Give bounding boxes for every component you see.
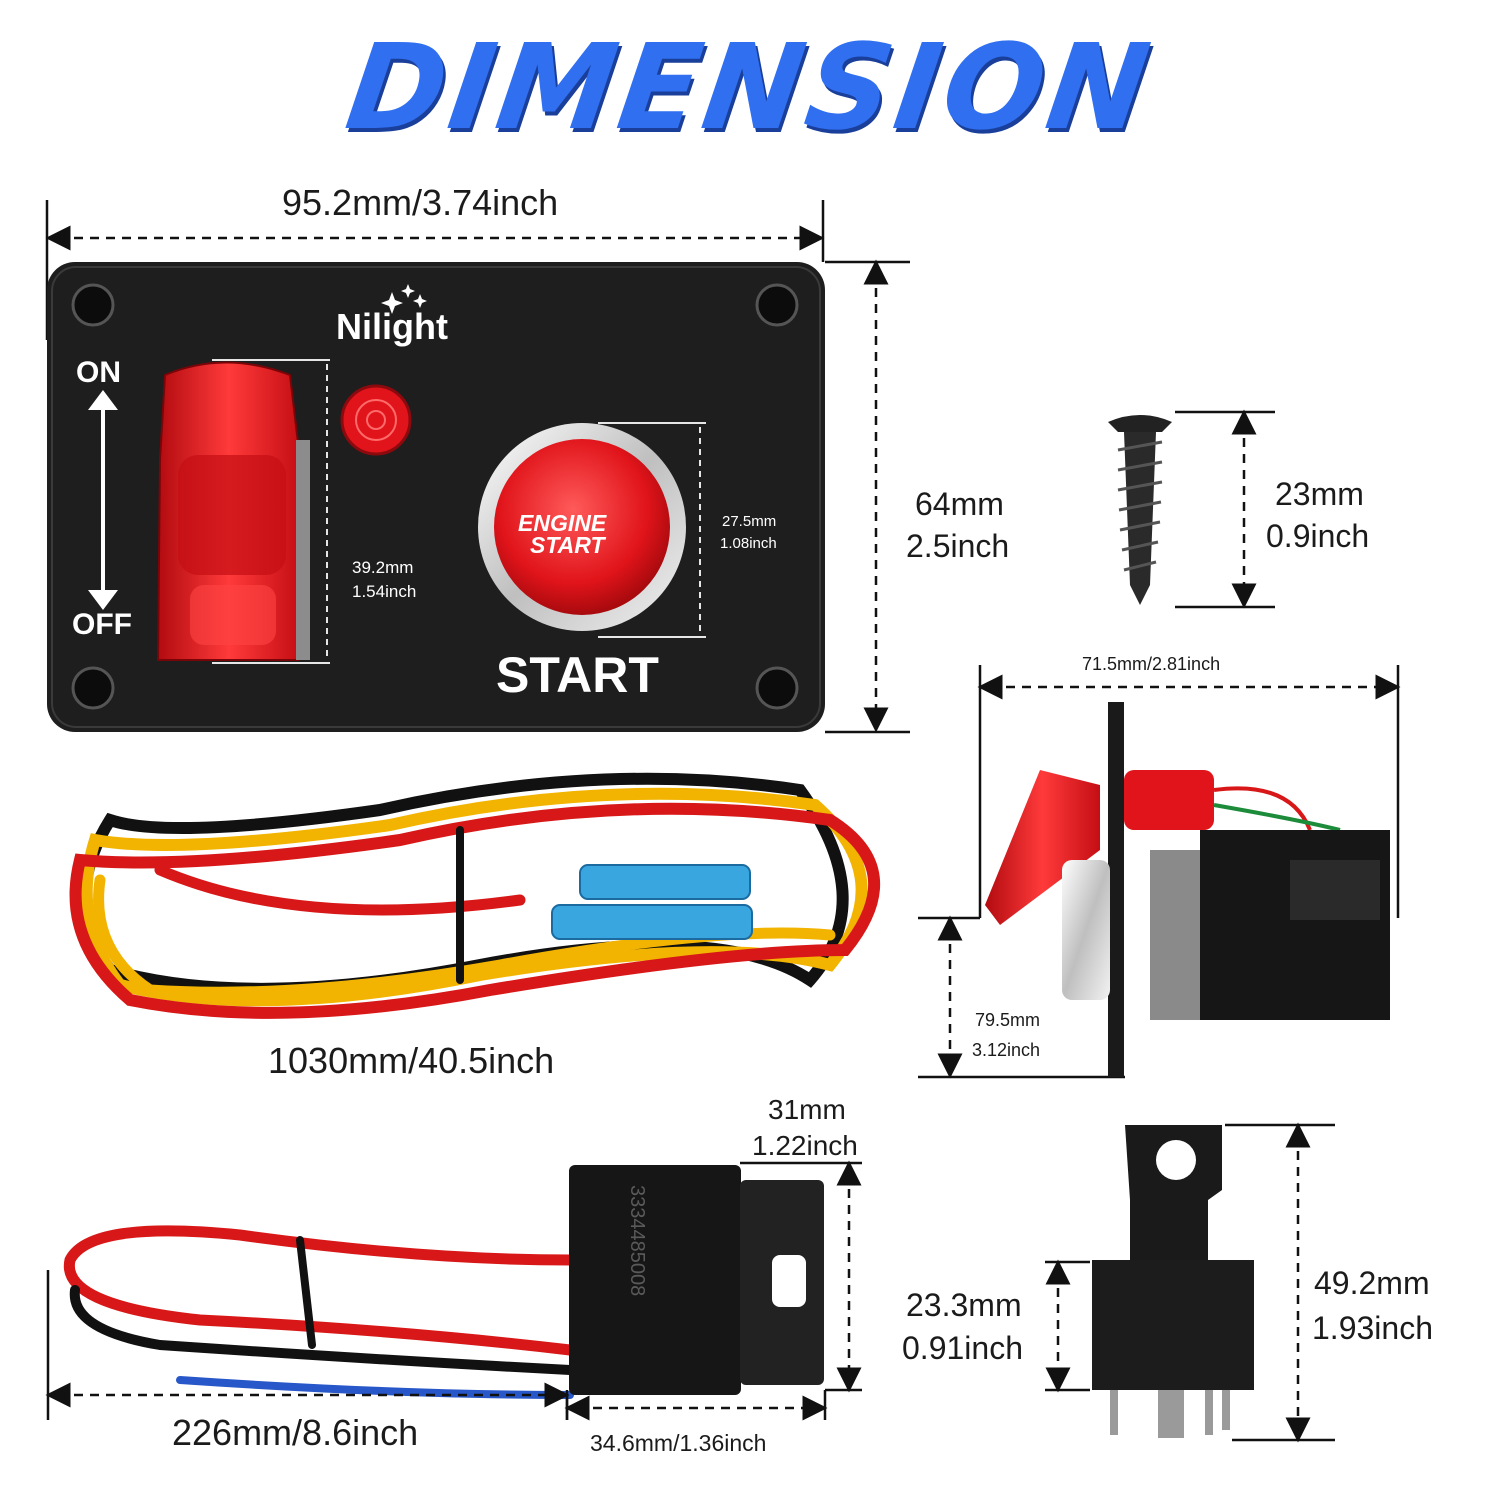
toggle-dim-in: 1.54inch xyxy=(352,582,417,601)
switch-panel xyxy=(47,262,825,732)
on-off-arrow-icon xyxy=(88,390,118,610)
socket-height-mm: 31mm xyxy=(768,1094,846,1125)
relay xyxy=(1092,1125,1254,1438)
screw-dimension xyxy=(1175,409,1275,609)
panel-height-dimension xyxy=(825,259,910,734)
relay-body-in: 0.91inch xyxy=(902,1330,1023,1366)
button-dim-mm: 27.5mm xyxy=(722,513,777,530)
side-view-dimension xyxy=(918,665,1401,1079)
socket-wire-length: 226mm/8.6inch xyxy=(172,1412,419,1453)
socket-height-in: 1.22inch xyxy=(752,1130,858,1161)
relay-total-mm: 49.2mm xyxy=(1314,1265,1430,1301)
side-depth-in: 3.12inch xyxy=(972,1040,1041,1060)
wire-harness xyxy=(69,772,881,1019)
socket-part-number: 3334485008 xyxy=(626,1185,648,1297)
relay-body-mm: 23.3mm xyxy=(906,1287,1022,1323)
relay-dimension xyxy=(1045,1122,1335,1443)
relay-socket xyxy=(569,1165,824,1395)
mounting-hole xyxy=(71,283,799,710)
engine-start-button xyxy=(478,423,686,631)
toggle-switch-cover xyxy=(156,361,310,661)
panel-width-label: 95.2mm/3.74inch xyxy=(282,182,559,223)
button-text-line2: START xyxy=(530,532,605,558)
brand-sparkle-icon xyxy=(381,284,427,314)
panel-height-mm: 64mm xyxy=(915,486,1004,522)
brand-logo: Nilight xyxy=(336,306,448,347)
button-dim-in: 1.08inch xyxy=(720,535,777,552)
side-width-label: 71.5mm/2.81inch xyxy=(1082,654,1221,674)
on-label: ON xyxy=(76,356,121,389)
indicator-light xyxy=(340,384,412,456)
harness-length-label: 1030mm/40.5inch xyxy=(268,1040,555,1081)
relay-socket-dimension xyxy=(45,1160,862,1421)
screw-length-in: 0.9inch xyxy=(1266,518,1370,554)
off-label: OFF xyxy=(72,608,132,641)
button-text-line1: ENGINE xyxy=(518,510,607,536)
toggle-dim-mm: 39.2mm xyxy=(352,558,414,577)
start-label: START xyxy=(496,647,659,703)
side-depth-mm: 79.5mm xyxy=(975,1010,1041,1030)
screw-length-mm: 23mm xyxy=(1275,476,1364,512)
relay-socket-harness xyxy=(59,1225,576,1399)
screw xyxy=(1108,415,1172,605)
socket-width-label: 34.6mm/1.36inch xyxy=(590,1430,767,1456)
relay-total-in: 1.93inch xyxy=(1312,1310,1433,1346)
panel-height-in: 2.5inch xyxy=(906,528,1010,564)
side-view-switch xyxy=(985,702,1390,1077)
